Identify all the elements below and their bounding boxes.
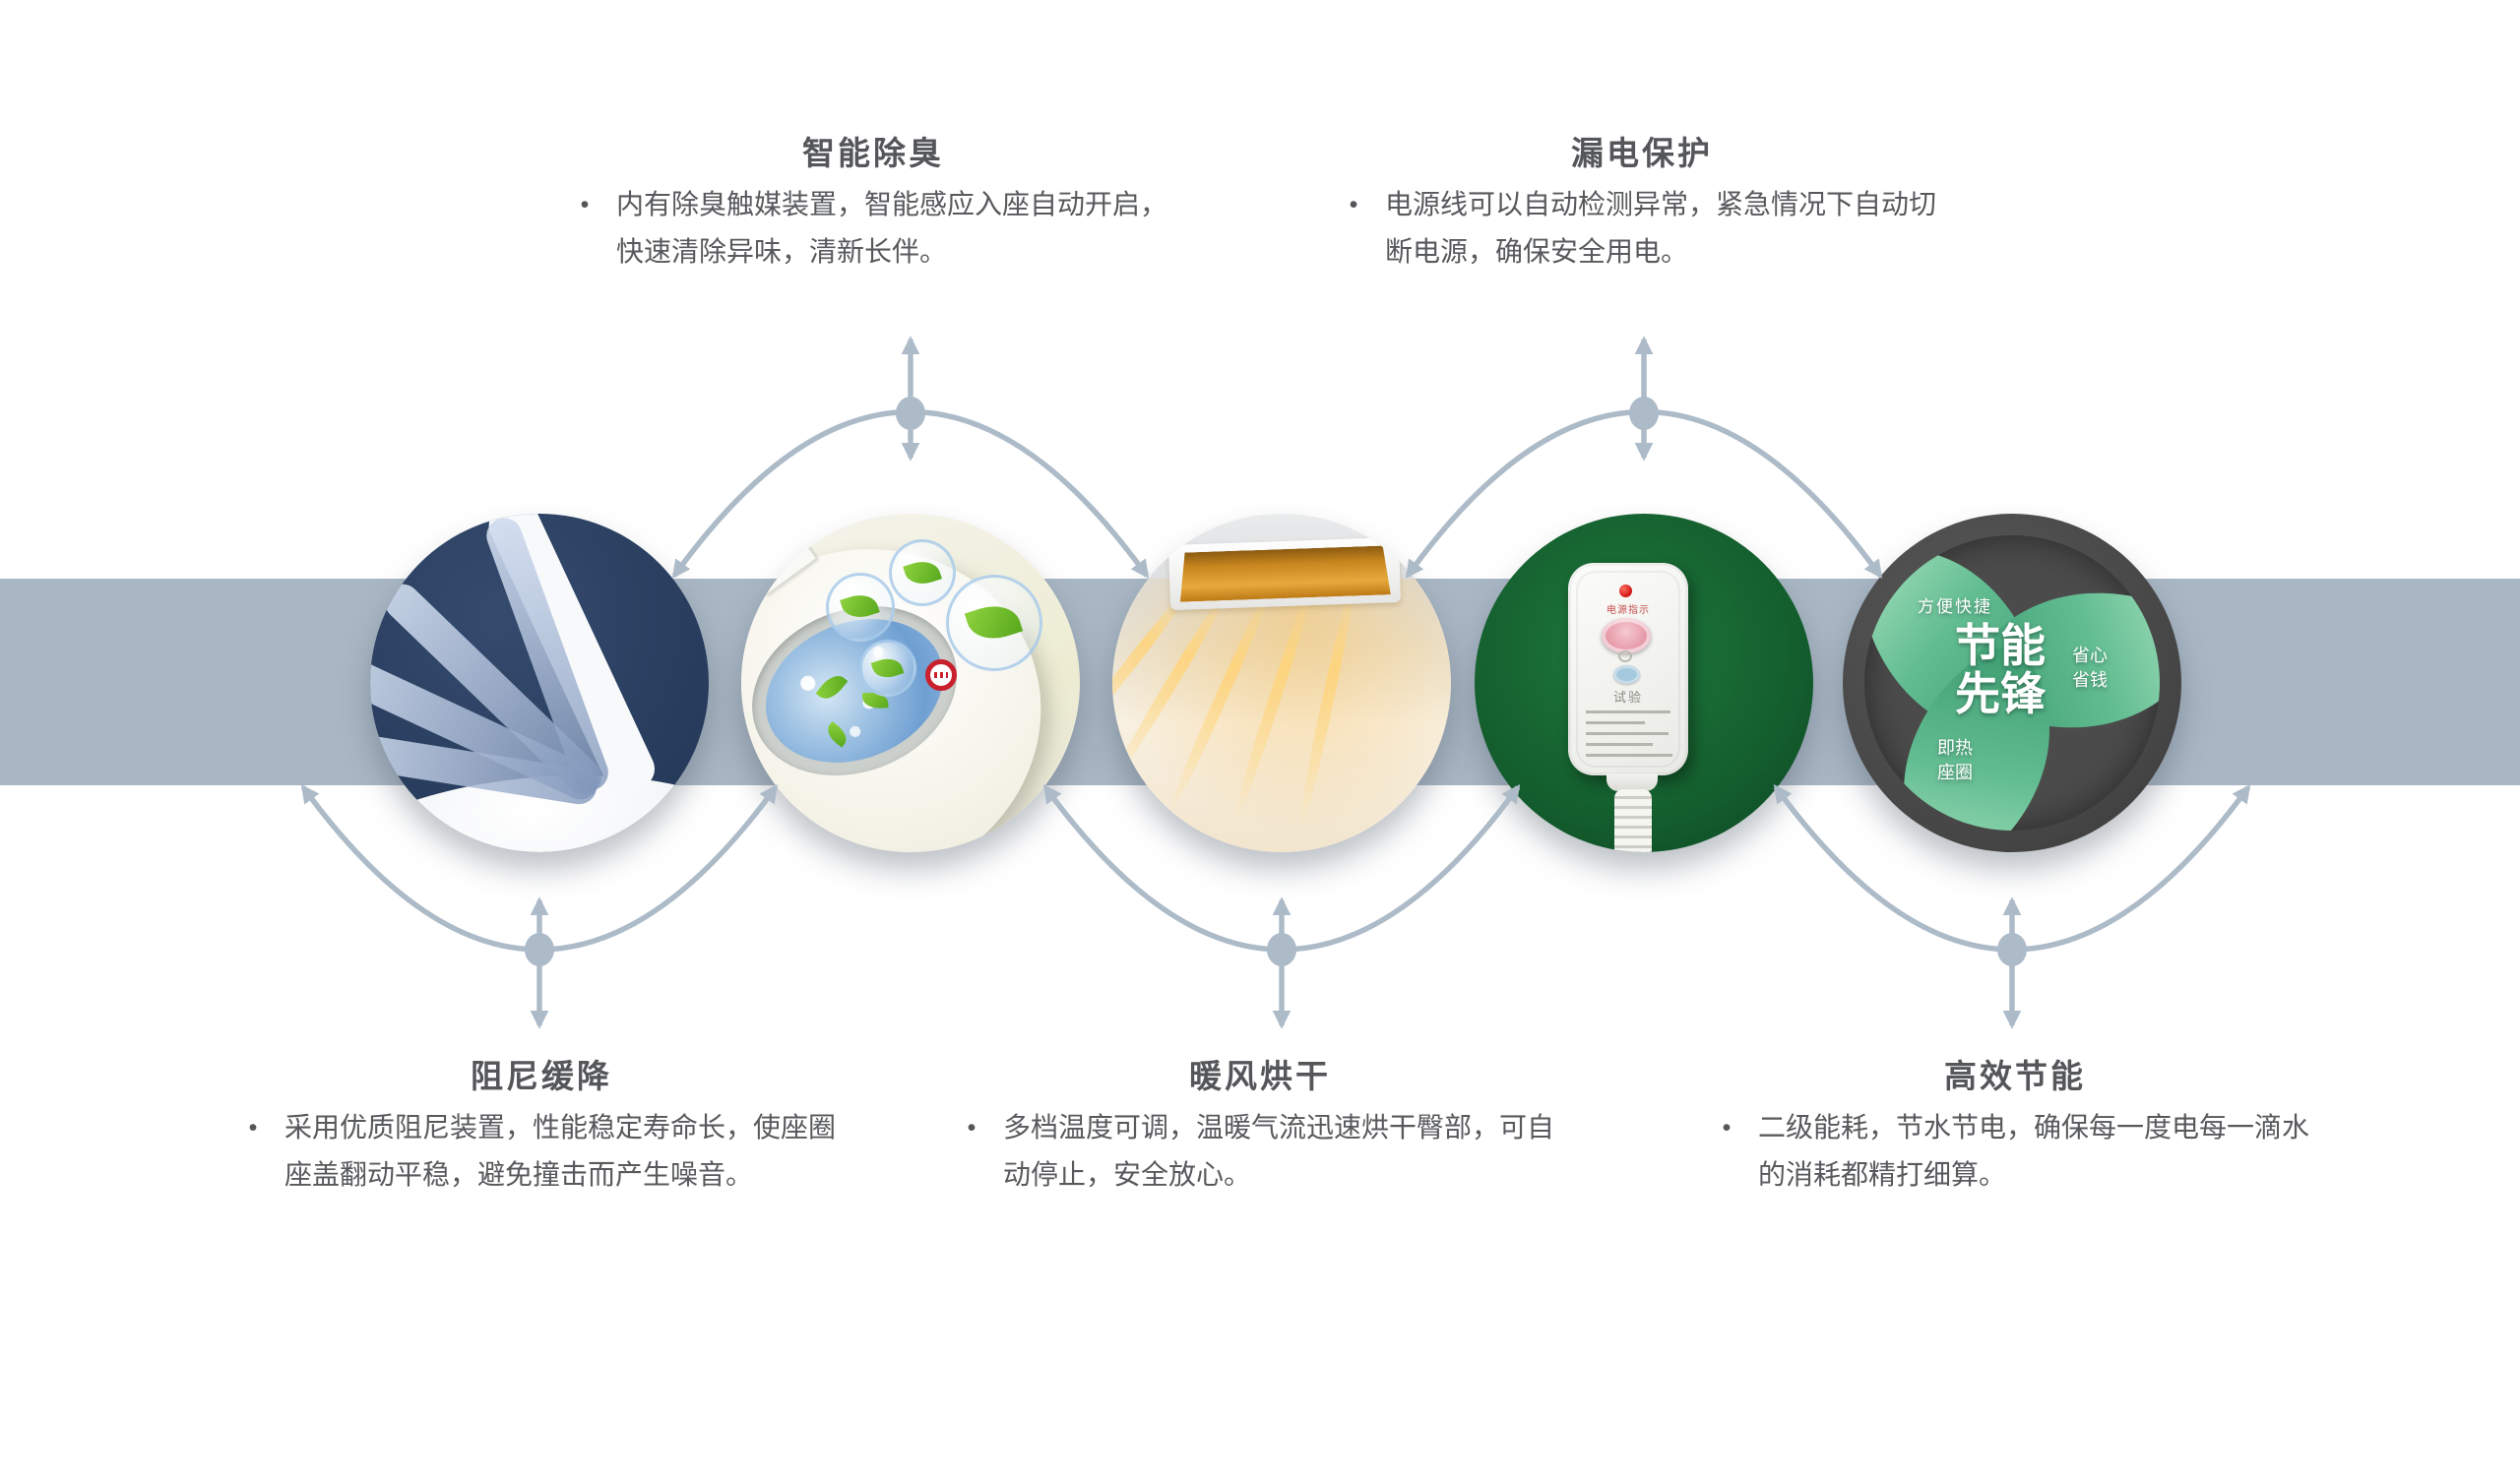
prohibition-icon [925,659,957,691]
leaf-icon [871,653,905,682]
bubble-icon [826,573,895,642]
fineprint-line [1586,710,1670,713]
feature-description: 电源线可以自动检测异常，紧急情况下自动切断电源，确保安全用电。 [1385,189,1937,267]
bubble-icon [889,539,956,606]
dryer-vent [1167,536,1402,611]
bubble-icon [859,640,916,697]
plug-indicator-label: 电源指示 [1606,605,1650,616]
feature-description: 采用优质阻尼装置，性能稳定寿命长，使座圈座盖翻动平稳，避免撞击而产生噪音。 [284,1112,837,1190]
connector-dot [1267,933,1296,966]
dryer-vent-slot [1178,545,1391,601]
plug-test-label: 试验 [1612,690,1643,705]
feature-block-deodorize: 智能除臭 • 内有除臭触媒装置，智能感应入座自动开启，快速清除异味，清新长伴。 [553,132,1193,276]
fineprint-line [1586,721,1645,724]
feature-description: 二级能耗，节水节电，确保每一度电每一滴水的消耗都精打细算。 [1758,1112,2310,1190]
circle-image-deodorize [741,514,1080,852]
feature-title: 智能除臭 [802,135,944,171]
leaf-icon [823,721,851,748]
feature-block-warm-air: 暖风烘干 • 多档温度可调，温暖气流迅速烘干臀部，可自动停止，安全放心。 [940,1055,1580,1199]
plug-cable [1614,789,1652,852]
leaf-icon [965,597,1023,647]
bubble-icon [946,575,1042,671]
circle-image-energy-badge: 方便快捷 节能 先锋 省心 省钱 即热 座圈 [1843,514,2181,852]
fineprint-line [1586,754,1672,757]
badge-bottom-left-label: 即热 座圈 [1937,738,1973,782]
connector-dot [896,397,925,430]
circle-image-damping [370,514,709,852]
bullet-point: • [248,1114,258,1142]
leaf-icon [815,670,849,705]
badge-main-line1: 节能 [1955,620,2046,671]
circle-image-leakage-plug: 电源指示 试验 [1475,514,1813,852]
fineprint-line [1586,732,1669,735]
bullet-point: • [1349,191,1358,218]
leaf-icon [840,589,881,624]
test-button-icon [1613,665,1640,684]
feature-description: 多档温度可调，温暖气流迅速烘干臀部，可自动停止，安全放心。 [1003,1112,1555,1190]
leaf-icon [902,555,942,588]
connector-dot [525,933,554,966]
fineprint-line [1586,743,1653,746]
feature-title: 漏电保护 [1571,135,1713,171]
badge-inner-disc [1864,535,2160,831]
feature-block-leakage: 漏电保护 • 电源线可以自动检测异常，紧急情况下自动切断电源，确保安全用电。 [1322,132,1962,276]
badge-right-label: 省心 省钱 [2072,646,2108,690]
circle-image-warm-air [1112,514,1451,852]
connector-dot [1629,397,1659,430]
feature-title: 高效节能 [1944,1058,2086,1094]
ok-ring-icon [1618,650,1632,662]
feature-block-energy: 高效节能 • 二级能耗，节水节电，确保每一度电每一滴水的消耗都精打细算。 [1695,1055,2335,1199]
badge-top-left-label: 方便快捷 [1918,597,1992,616]
feature-title: 阻尼缓降 [471,1058,612,1094]
bullet-point: • [580,191,590,218]
feature-title: 暖风烘干 [1189,1058,1331,1094]
connector-dot [1997,933,2027,966]
plug-cable-neck [1606,773,1658,791]
badge-main-label: 节能 先锋 [1943,622,2057,718]
badge-main-line2: 先锋 [1955,668,2046,719]
leakage-protector-device: 电源指示 试验 [1568,563,1688,775]
feature-description: 内有除臭触媒装置，智能感应入座自动开启，快速清除异味，清新长伴。 [616,189,1168,267]
power-led-icon [1619,585,1632,597]
feature-block-damping: 阻尼缓降 • 采用优质阻尼装置，性能稳定寿命长，使座圈座盖翻动平稳，避免撞击而产… [221,1055,861,1199]
reset-button-icon [1602,618,1651,653]
bullet-point: • [967,1114,976,1142]
bullet-point: • [1722,1114,1732,1142]
